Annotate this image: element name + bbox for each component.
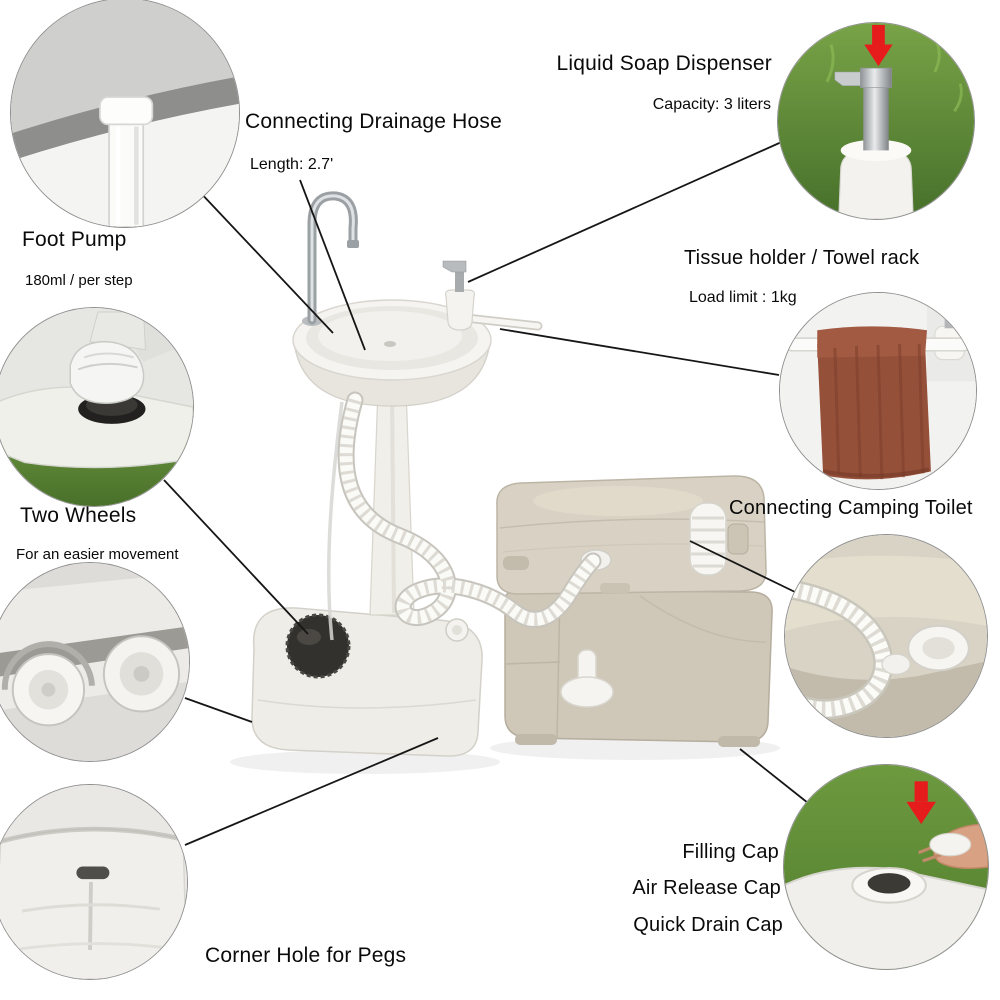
sink-base-tank bbox=[251, 607, 483, 757]
label-two-wheels-title: Two Wheels bbox=[20, 504, 137, 527]
two-wheels-photo bbox=[0, 562, 190, 762]
label-towel-rack-title: Tissue holder / Towel rack bbox=[684, 247, 920, 269]
soap-dispenser bbox=[442, 260, 475, 331]
bellows-cap bbox=[689, 502, 727, 576]
label-foot-pump-subtitle: 180ml / per step bbox=[25, 272, 133, 289]
red-arrow-icon bbox=[906, 781, 936, 825]
label-filling-cap: Filling Cap bbox=[682, 841, 779, 863]
red-arrow-icon bbox=[864, 24, 893, 67]
corner-hole-photo bbox=[0, 784, 188, 980]
caps-photo bbox=[783, 764, 989, 970]
drain-hose bbox=[337, 391, 602, 628]
foot-pump-in-use-photo bbox=[0, 307, 194, 507]
label-air-release-cap: Air Release Cap bbox=[632, 877, 781, 899]
label-drainage-hose-title: Connecting Drainage Hose bbox=[245, 110, 502, 133]
towel-rack-photo bbox=[779, 292, 977, 490]
label-soap-dispenser-title: Liquid Soap Dispenser bbox=[556, 52, 772, 75]
camping-toilet bbox=[496, 475, 773, 747]
label-drainage-hose-subtitle: Length: 2.7' bbox=[250, 156, 334, 173]
label-corner-hole-title: Corner Hole for Pegs bbox=[205, 944, 407, 967]
pump-tube bbox=[327, 401, 344, 641]
label-quick-drain-cap: Quick Drain Cap bbox=[633, 914, 783, 936]
foot-pump-closeup-photo bbox=[10, 0, 240, 228]
toilet-connection-photo bbox=[784, 534, 988, 738]
towel-bar bbox=[461, 313, 543, 331]
foot-pump-pedal bbox=[285, 613, 351, 679]
label-towel-rack-subtitle: Load limit : 1kg bbox=[689, 289, 797, 306]
soap-dispenser-photo bbox=[777, 22, 975, 220]
callout-lines bbox=[163, 139, 809, 846]
label-foot-pump-title: Foot Pump bbox=[22, 228, 127, 251]
label-camping-toilet-title: Connecting Camping Toilet bbox=[729, 497, 973, 519]
label-soap-dispenser-subtitle: Capacity: 3 liters bbox=[652, 96, 771, 113]
label-two-wheels-subtitle: For an easier movement bbox=[16, 546, 179, 563]
sink-basin bbox=[292, 299, 492, 407]
